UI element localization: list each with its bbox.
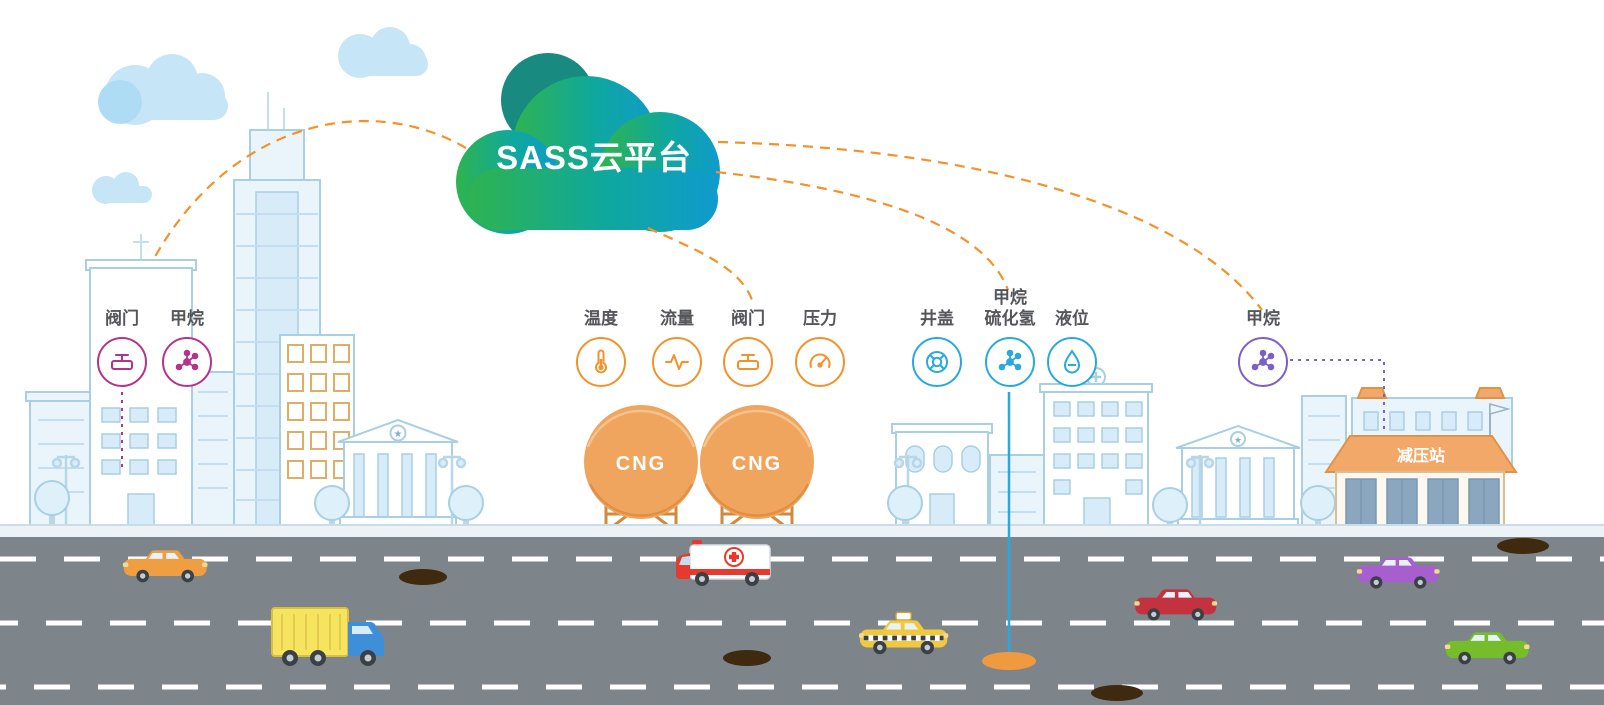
sensor-label: 阀门 [105, 308, 139, 328]
sensor-valve-cng: 阀门 [692, 283, 804, 387]
sensor-label: 甲烷 [170, 308, 204, 328]
road [0, 524, 1604, 705]
city-right: ★ [887, 367, 1347, 533]
manhole-cover-icon [926, 351, 948, 373]
cloud-links [151, 120, 1263, 311]
valve-icon [737, 354, 759, 370]
cng-tank-label: CNG [732, 453, 782, 475]
sky-clouds [92, 27, 428, 204]
sensor-circle [723, 337, 773, 387]
sensor-label: 甲烷 [1246, 308, 1280, 328]
sensor-circle [652, 337, 702, 387]
flow-icon [665, 354, 689, 370]
sensor-circle [985, 337, 1035, 387]
temperature-icon [595, 349, 607, 374]
sensor-methane-station: 甲烷 [1207, 283, 1319, 387]
taxi-yellow [858, 611, 949, 655]
methane-icon [1251, 349, 1275, 371]
cloud-platform-label: SASS云平台 [496, 139, 692, 176]
pressure-station-label: 减压站 [1397, 446, 1445, 465]
sensor-manhole-cover: 井盖 [881, 283, 993, 387]
liquid-level-icon [1063, 349, 1081, 374]
sensor-methane-h2s: 甲烷 硫化氢 [954, 283, 1066, 387]
sensor-liquid-level: 液位 [1016, 283, 1128, 387]
sensor-links [121, 359, 1385, 655]
svg-text:★: ★ [394, 429, 403, 440]
manhole-covers [399, 538, 1549, 701]
cloud-platform [456, 53, 720, 234]
city-left: ★ [25, 92, 484, 531]
sensor-label: 温度 [584, 308, 618, 328]
sensor-label: 井盖 [920, 308, 954, 328]
sensor-circle [97, 337, 147, 387]
sensor-label: 流量 [660, 308, 694, 328]
sensor-valve-city: 阀门 [66, 283, 178, 387]
cng-tanks: CNG CNG [584, 405, 814, 529]
cng-tank-label: CNG [616, 453, 666, 475]
pressure-gauge-icon [809, 353, 831, 368]
link-underground [715, 170, 1010, 291]
ambulance [676, 540, 771, 586]
sensor-label: 压力 [803, 308, 837, 328]
sensor-temperature: 温度 [545, 283, 657, 387]
sensor-flow: 流量 [621, 283, 733, 387]
svg-text:★: ★ [1234, 435, 1242, 445]
sensor-methane-city: 甲烷 [131, 283, 243, 387]
methane-icon [175, 349, 199, 371]
sensor-circle [1238, 337, 1288, 387]
link-cng [647, 226, 754, 301]
sensor-label: 甲烷 硫化氢 [984, 288, 1036, 328]
link-city [151, 120, 467, 263]
sensor-circle [576, 337, 626, 387]
gas-molecule-icon [998, 349, 1022, 371]
truck-yellow [271, 607, 384, 666]
sensor-circle [912, 337, 962, 387]
sensor-label: 阀门 [731, 308, 765, 328]
vehicles [122, 540, 1530, 666]
pressure-station-building: 减压站 [1324, 387, 1518, 526]
sensor-circle [795, 337, 845, 387]
sensor-circle [1047, 337, 1097, 387]
manhole-orange [982, 652, 1036, 670]
sensor-pressure: 压力 [764, 283, 876, 387]
sensor-circle [162, 337, 212, 387]
sensor-label: 液位 [1055, 308, 1089, 328]
valve-icon [111, 354, 133, 370]
